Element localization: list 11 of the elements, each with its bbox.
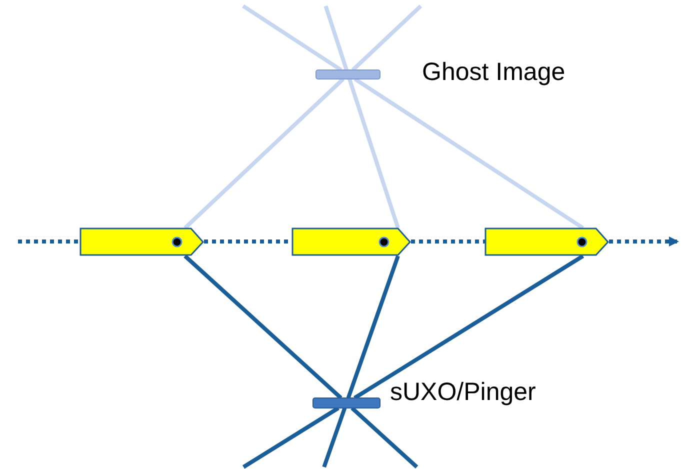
target-label: Ghost Image [422, 58, 566, 87]
bearing-line [354, 77, 584, 230]
bearing-line [346, 255, 400, 399]
bearing-line [184, 254, 342, 400]
arrow [609, 236, 679, 246]
bearing-line [184, 78, 345, 230]
bearing-line [353, 254, 584, 400]
target-label: sUXO/Pinger [390, 378, 536, 407]
track-line [18, 240, 80, 244]
track-line [411, 240, 485, 244]
bearing-line [348, 78, 400, 229]
